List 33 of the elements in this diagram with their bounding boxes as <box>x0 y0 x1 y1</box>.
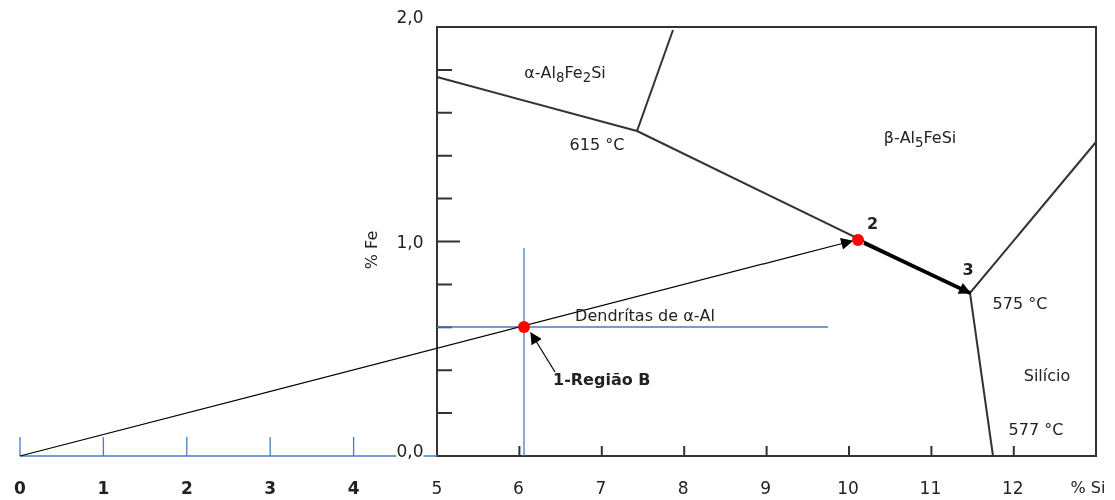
tick-label: 7 <box>595 478 607 498</box>
path-arrow <box>19 237 854 457</box>
tick-label: 3 <box>264 478 277 498</box>
path-arrow <box>863 241 972 295</box>
tick-label: 1,0 <box>396 232 424 252</box>
tick-label: 0 <box>14 478 26 498</box>
leader-arrow <box>530 332 556 373</box>
tick-label: 2 <box>180 478 193 498</box>
temperature-label: 577 °C <box>1008 421 1064 439</box>
axis-title: % Fe <box>363 230 381 270</box>
point-number: 2 <box>867 214 879 233</box>
temperature-label: 615 °C <box>569 136 625 154</box>
tick-label: 8 <box>677 478 689 498</box>
axis-title: % Si <box>1070 479 1106 497</box>
phase-label: Dendrítas de α-Al <box>575 307 715 325</box>
tick-label: 6 <box>513 478 524 498</box>
point-number: 3 <box>958 260 978 279</box>
tick-label: 1 <box>97 478 110 498</box>
tick-label: 10 <box>837 478 859 498</box>
phase-label: β-Al$_{5}$FeSi <box>883 129 957 151</box>
tick-label: 0,0 <box>396 444 424 460</box>
extended-axis <box>19 436 438 457</box>
phase-label: Silício <box>1023 367 1071 385</box>
tick-label: 11 <box>919 478 942 498</box>
tick-label: 4 <box>347 478 360 498</box>
tick-label: 9 <box>760 478 771 498</box>
phase-label: α-Al$_{8}$Fe$_{2}$Si <box>524 64 606 86</box>
temperature-label: 575 °C <box>992 295 1048 313</box>
point-label: 1-Região B <box>553 370 651 389</box>
tick-label: 12 <box>1002 478 1024 498</box>
tick-label: 2,0 <box>396 7 424 27</box>
data-point <box>518 321 530 333</box>
tick-label: 5 <box>431 478 443 498</box>
